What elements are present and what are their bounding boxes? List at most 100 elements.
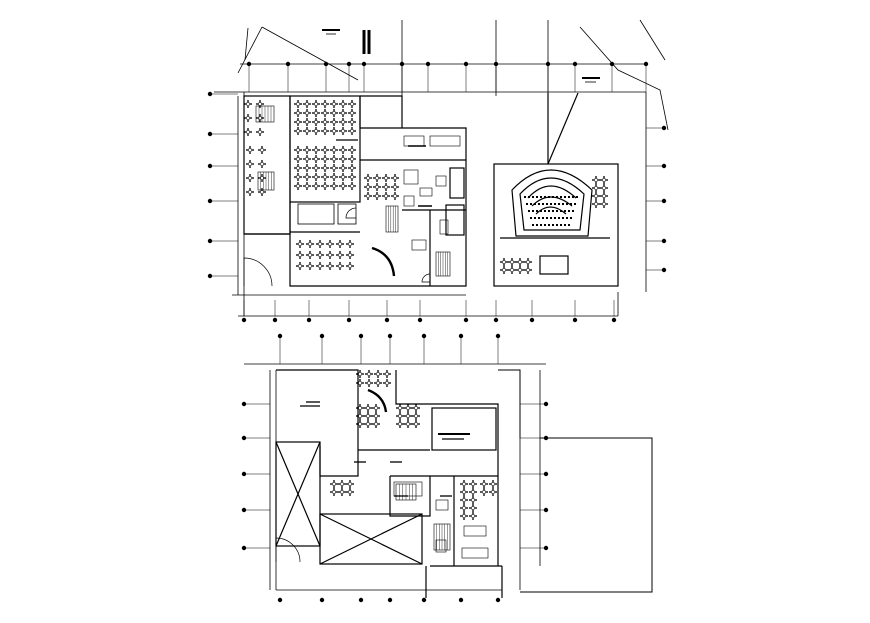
chair-mark	[469, 507, 471, 509]
chair-mark	[402, 423, 404, 425]
dining-table-cluster-icon	[298, 242, 302, 246]
chair-mark	[318, 158, 320, 160]
service-fixture	[461, 547, 489, 559]
chair-mark	[296, 265, 298, 267]
chair-mark	[302, 265, 304, 267]
chair-mark	[339, 103, 341, 105]
main-building-walls	[243, 95, 467, 287]
chair-mark	[349, 262, 351, 264]
dining-table-cluster-icon	[318, 242, 322, 246]
chair-mark	[345, 130, 347, 132]
chair-mark	[319, 262, 321, 264]
curved-ramp	[371, 246, 396, 277]
chair-mark	[524, 261, 526, 263]
chair-mark	[297, 124, 299, 126]
chair-mark	[327, 149, 329, 151]
chair-mark	[315, 127, 317, 129]
chair-mark	[367, 404, 369, 406]
lobby-desk	[297, 203, 335, 225]
chair-mark	[342, 173, 344, 175]
chair-mark	[359, 379, 361, 381]
chair-mark	[359, 404, 361, 406]
chair-mark	[309, 112, 311, 114]
chair-mark	[297, 146, 299, 148]
dining-table-cluster-icon	[602, 178, 606, 182]
chair-mark	[463, 518, 465, 520]
dining-table-cluster-icon	[398, 406, 402, 410]
chair-mark	[333, 488, 335, 490]
chair-mark	[342, 106, 344, 108]
auditorium-seating-icon	[564, 196, 566, 198]
chair-mark	[472, 488, 474, 490]
chair-mark	[322, 243, 324, 245]
chair-mark	[351, 155, 353, 157]
chair-mark	[315, 115, 317, 117]
chair-mark	[330, 483, 332, 485]
chair-mark	[365, 382, 367, 384]
chair-mark	[252, 163, 254, 165]
dining-table-cluster-icon	[518, 260, 522, 264]
chair-mark	[297, 170, 299, 172]
chair-mark	[472, 518, 474, 520]
chair-mark	[356, 407, 358, 409]
chair-mark	[315, 182, 317, 184]
annex-outline	[498, 369, 653, 593]
chair-mark	[324, 115, 326, 117]
grid-axis-bubble-icon	[241, 471, 247, 477]
dining-table-cluster-icon	[314, 184, 318, 188]
chair-mark	[511, 266, 513, 268]
grid-axis-bubble-icon	[207, 91, 213, 97]
chair-mark	[256, 103, 258, 105]
chair-mark	[375, 410, 377, 412]
chair-mark	[333, 188, 335, 190]
chair-mark	[330, 158, 332, 160]
auditorium-seating-icon	[562, 217, 564, 219]
chair-mark	[463, 480, 465, 482]
chair-mark	[367, 180, 369, 182]
dining-table-cluster-icon	[332, 111, 336, 115]
chair-mark	[367, 198, 369, 200]
dining-table-cluster-icon	[305, 148, 309, 152]
chair-mark	[336, 158, 338, 160]
service-fixture	[435, 175, 447, 187]
chair-mark	[261, 174, 263, 176]
dining-table-cluster-icon	[348, 264, 352, 268]
chair-mark	[333, 115, 335, 117]
dining-table-cluster-icon	[246, 116, 250, 120]
auditorium-seating-icon	[546, 217, 548, 219]
chair-mark	[460, 483, 462, 485]
chair-mark	[356, 382, 358, 384]
dining-table-cluster-icon	[323, 166, 327, 170]
chair-mark	[466, 515, 468, 517]
chair-mark	[399, 412, 401, 414]
chair-mark	[297, 152, 299, 154]
chair-mark	[394, 183, 396, 185]
chair-mark	[258, 149, 260, 151]
chair-mark	[303, 112, 305, 114]
dining-table-cluster-icon	[350, 129, 354, 133]
dining-table-cluster-icon	[258, 130, 262, 134]
chair-mark	[377, 385, 379, 387]
dining-table-cluster-icon	[471, 514, 475, 518]
chair-mark	[300, 176, 302, 178]
chair-mark	[324, 170, 326, 172]
chair-mark	[377, 376, 379, 378]
dining-table-cluster-icon	[502, 268, 506, 272]
dining-table-cluster-icon	[296, 120, 300, 124]
dining-table-cluster-icon	[318, 253, 322, 257]
chair-mark	[519, 258, 521, 260]
chair-mark	[514, 261, 516, 263]
chair-mark	[264, 149, 266, 151]
auditorium-seating-icon	[536, 210, 538, 212]
chair-mark	[324, 118, 326, 120]
chair-mark	[336, 130, 338, 132]
chair-mark	[312, 121, 314, 123]
chair-mark	[312, 103, 314, 105]
chair-mark	[354, 103, 356, 105]
grid-axis-bubble-icon	[611, 317, 617, 323]
chair-mark	[469, 499, 471, 501]
chair-mark	[319, 240, 321, 242]
chair-mark	[306, 106, 308, 108]
chair-mark	[333, 155, 335, 157]
chair-mark	[309, 176, 311, 178]
